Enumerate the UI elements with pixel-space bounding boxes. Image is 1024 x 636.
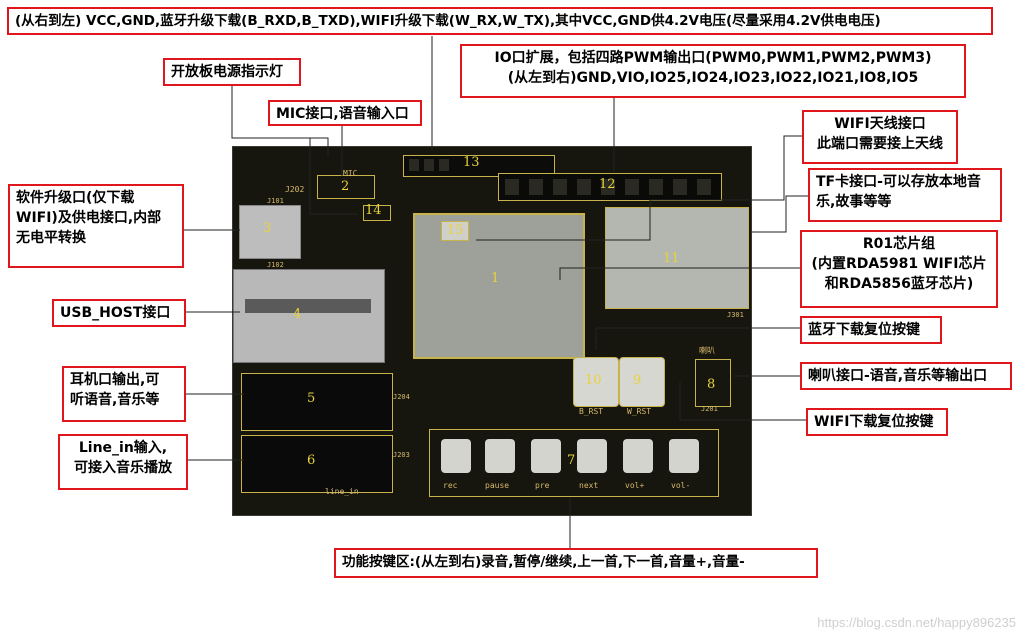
silk-j201: J201 [701,405,718,413]
dev-board: 1 2 3 4 5 6 7 8 9 10 11 12 13 14 15 MIC … [232,146,752,516]
board-number-15: 15 [447,223,464,238]
board-number-11: 11 [663,251,680,266]
board-number-2: 2 [341,179,350,194]
silk-key-pause: pause [485,481,510,490]
board-number-1: 1 [491,271,500,286]
func-key-vol-up[interactable] [623,439,653,473]
func-key-rec[interactable] [441,439,471,473]
label-mic: MIC接口,语音输入口 [268,100,422,126]
silk-j101: J101 [267,197,284,205]
line-in-jack [241,435,393,493]
board-number-14: 14 [365,203,382,218]
silk-j102: J102 [267,261,284,269]
label-line-in: Line_in输入, 可接入音乐播放 [58,434,188,490]
silk-key-next: next [579,481,599,490]
label-usb-upgrade: 软件升级口(仅下载 WIFI)及供电接口,内部 无电平转换 [8,184,184,268]
silk-w-rst: W_RST [627,407,652,416]
label-bt-reset: 蓝牙下载复位按键 [800,316,942,344]
label-top-power: (从右到左) VCC,GND,蓝牙升级下载(B_RXD,B_TXD),WIFI升… [7,7,993,35]
silk-key-pre: pre [535,481,550,490]
usb-host-port [233,269,385,363]
label-r01: R01芯片组 (内置RDA5981 WIFI芯片 和RDA5856蓝牙芯片) [800,230,998,308]
func-key-vol-down[interactable] [669,439,699,473]
usb-host-slot [245,299,371,313]
board-number-6: 6 [307,453,316,468]
label-tf-card: TF卡接口-可以存放本地音 乐,故事等等 [808,168,1002,222]
silk-speaker: 喇叭 [699,346,715,355]
wifi-antenna-connector [441,221,469,241]
label-func-keys: 功能按键区:(从左到右)录音,暂停/继续,上一首,下一首,音量+,音量- [334,548,818,578]
silk-j301: J301 [727,311,744,319]
r01-module [413,213,585,359]
silk-mic: MIC [343,169,358,178]
watermark: https://blog.csdn.net/happy896235 [817,615,1016,630]
silk-key-rec: rec [443,481,458,490]
func-key-prev[interactable] [531,439,561,473]
board-number-8: 8 [707,377,716,392]
silk-key-vol-up: vol+ [625,481,645,490]
label-speaker: 喇叭接口-语音,音乐等输出口 [800,362,1012,390]
usb-upgrade-port [239,205,301,259]
usb-micro-chip [363,205,391,221]
silk-j204: J204 [393,393,410,401]
board-number-13: 13 [463,155,480,170]
silk-b-rst: B_RST [579,407,604,416]
board-number-9: 9 [633,373,642,388]
board-number-4: 4 [293,307,302,322]
label-wifi-reset: WIFI下载复位按键 [806,408,948,436]
board-number-10: 10 [585,373,602,388]
func-key-pause[interactable] [485,439,515,473]
board-number-5: 5 [307,391,316,406]
label-wifi-antenna: WIFI天线接口 此端口需要接上天线 [802,110,958,164]
board-number-12: 12 [599,177,616,192]
silk-j202: J202 [285,185,305,194]
board-number-7: 7 [567,453,576,468]
func-key-next[interactable] [577,439,607,473]
headphone-jack [241,373,393,431]
label-headphone: 耳机口输出,可 听语音,音乐等 [62,366,186,422]
wifi-reset-button[interactable] [619,357,665,407]
bt-reset-button[interactable] [573,357,619,407]
silk-line-in: line_in [325,487,359,496]
silk-key-vol-down: vol- [671,481,691,490]
silk-j203: J203 [393,451,410,459]
label-power-led: 开放板电源指示灯 [163,58,301,86]
label-io-expansion: IO口扩展，包括四路PWM输出口(PWM0,PWM1,PWM2,PWM3) (从… [460,44,966,98]
label-usb-host: USB_HOST接口 [52,299,186,327]
board-number-3: 3 [263,221,272,236]
func-key-area [429,429,719,497]
